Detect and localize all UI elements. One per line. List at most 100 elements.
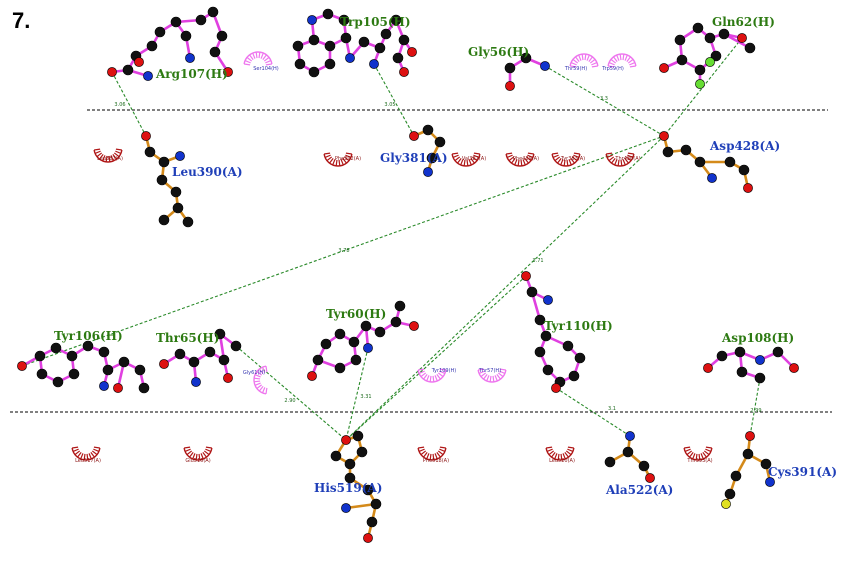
hydrophobic-5-spoke bbox=[470, 158, 475, 164]
hydrophobic-10-spoke bbox=[423, 374, 428, 380]
leu390-atom-c bbox=[144, 146, 156, 158]
hydrophobic-10-spoke bbox=[426, 375, 430, 382]
hydrophobic-9-hydrophobic-arc bbox=[253, 365, 268, 395]
asp428-atom-c bbox=[724, 156, 736, 168]
hydrophobic-2-spoke bbox=[626, 56, 631, 62]
hydrophobic-3-arc bbox=[93, 149, 123, 163]
hydrophobic-contact-label: Val382(A) bbox=[462, 156, 486, 162]
hydrophobic-14-hydrophobic-arc bbox=[417, 446, 447, 461]
gly56-label: Gly56(H) bbox=[468, 45, 529, 59]
thr65-atom-c bbox=[230, 340, 242, 352]
tyr110-atom-c bbox=[568, 370, 580, 382]
tyr60-label: Tyr60(H) bbox=[326, 307, 386, 321]
hbond-2 bbox=[544, 65, 665, 137]
hydrophobic-16-spoke bbox=[686, 450, 693, 456]
hydrophobic-2-spoke bbox=[622, 54, 625, 61]
leu390-atom-c bbox=[156, 174, 168, 186]
gln62-atom-c bbox=[676, 54, 688, 66]
hydrophobic-10-spoke bbox=[439, 368, 446, 371]
trp105-atom-c bbox=[390, 14, 402, 26]
hydrophobic-11-spoke bbox=[499, 368, 506, 371]
hydrophobic-contact-label: Ser104(H) bbox=[253, 66, 279, 72]
hydrophobic-1-spoke bbox=[570, 65, 577, 68]
gln62-atom-o bbox=[659, 63, 669, 73]
hydrophobic-12-spoke bbox=[88, 453, 92, 460]
hydrophobic-1-spoke bbox=[570, 61, 577, 66]
cys391-atom-s bbox=[721, 499, 731, 509]
atom-layer bbox=[17, 6, 799, 543]
tyr106-atom-c bbox=[134, 364, 146, 376]
gly381-label: Gly381(A) bbox=[380, 151, 448, 165]
gly56-atom-c bbox=[520, 52, 532, 64]
hydrophobic-7-spoke bbox=[554, 156, 561, 162]
hydrophobic-12-spoke bbox=[83, 453, 86, 460]
hydrophobic-8-spoke bbox=[622, 159, 626, 166]
hydrophobic-6-spoke bbox=[506, 152, 513, 155]
tyr60-atom-c bbox=[360, 320, 372, 332]
hbond-0-distance-label: 3.06 bbox=[114, 102, 125, 108]
hydrophobic-10-spoke bbox=[418, 368, 425, 371]
hydrophobic-13-spoke bbox=[202, 452, 207, 458]
thr65-atom-c bbox=[174, 348, 186, 360]
hydrophobic-16-spoke bbox=[695, 453, 698, 460]
hydrophobic-9-spoke bbox=[258, 385, 264, 392]
hydrophobic-13-arc bbox=[183, 447, 213, 461]
cys391-atom-c bbox=[724, 488, 736, 500]
hydrophobic-3-spoke bbox=[94, 148, 101, 151]
hydrophobic-7-spoke bbox=[566, 159, 569, 166]
hydrophobic-1-spoke bbox=[584, 54, 587, 61]
hydrophobic-0-spoke bbox=[244, 59, 251, 64]
hydrophobic-15-spoke bbox=[554, 453, 558, 460]
hydrophobic-11-hydrophobic-arc bbox=[477, 368, 507, 383]
arg107-atom-c bbox=[146, 40, 158, 52]
tyr106-atom-c bbox=[52, 376, 64, 388]
tyr110-atom-c bbox=[534, 346, 546, 358]
hydrophobic-16-spoke bbox=[700, 453, 704, 460]
hydrophobic-10-spoke bbox=[439, 370, 446, 375]
his519-atom-o bbox=[341, 435, 351, 445]
hydrophobic-9-spoke bbox=[254, 380, 261, 383]
hydrophobic-0-spoke bbox=[255, 52, 258, 59]
hydrophobic-contact-label: Phe429(A) bbox=[513, 156, 539, 162]
gln62-atom-c bbox=[704, 32, 716, 44]
hydrophobic-6-spoke bbox=[511, 158, 516, 164]
hydrophobic-7-spoke bbox=[573, 152, 580, 155]
trp105-atom-c bbox=[392, 52, 404, 64]
hydrophobic-8-spoke bbox=[627, 152, 634, 155]
hydrophobic-contact-label: Thr57(H) bbox=[478, 368, 501, 374]
hydrophobic-5-hydrophobic-arc bbox=[451, 152, 481, 167]
his519-atom-c bbox=[370, 498, 382, 510]
his519-atom-o bbox=[363, 533, 373, 543]
hydrophobic-15-spoke bbox=[567, 448, 574, 453]
hydrophobic-5-spoke bbox=[471, 156, 478, 162]
hydrophobic-10-arc bbox=[417, 369, 447, 383]
leu390-atom-c bbox=[182, 216, 194, 228]
tyr106-atom-c bbox=[50, 342, 62, 354]
hydrophobic-16-spoke bbox=[702, 452, 707, 458]
hydrophobic-8-spoke bbox=[620, 159, 623, 166]
hydrophobic-1-spoke bbox=[578, 54, 582, 61]
gly56-atom-n bbox=[540, 61, 550, 71]
hydrophobic-10-hydrophobic-arc bbox=[417, 368, 447, 383]
hydrophobic-13-spoke bbox=[205, 446, 212, 449]
hydrophobic-9-spoke bbox=[254, 382, 261, 386]
arg107-atom-c bbox=[209, 46, 221, 58]
hydrophobic-11-spoke bbox=[480, 372, 487, 378]
hydrophobic-12-arc bbox=[71, 447, 101, 461]
hydrophobic-4-spoke bbox=[332, 159, 336, 166]
tyr60-atom-c bbox=[350, 354, 362, 366]
hydrophobic-14-spoke bbox=[439, 448, 446, 453]
hydrophobic-0-spoke bbox=[265, 63, 272, 66]
trp105-atom-c bbox=[380, 28, 392, 40]
hydrophobic-1-spoke bbox=[572, 58, 579, 64]
trp105-atom-c bbox=[324, 40, 336, 52]
hydrophobic-0-spoke bbox=[252, 52, 256, 59]
tyr106-atom-c bbox=[34, 350, 46, 362]
gln62-atom-f bbox=[695, 79, 705, 89]
hydrophobic-14-spoke bbox=[418, 446, 425, 449]
leu390-atom-c bbox=[158, 214, 170, 226]
tyr106-atom-c bbox=[138, 382, 150, 394]
tyr60-atom-c bbox=[320, 338, 332, 350]
hydrophobic-7-spoke bbox=[560, 159, 564, 166]
